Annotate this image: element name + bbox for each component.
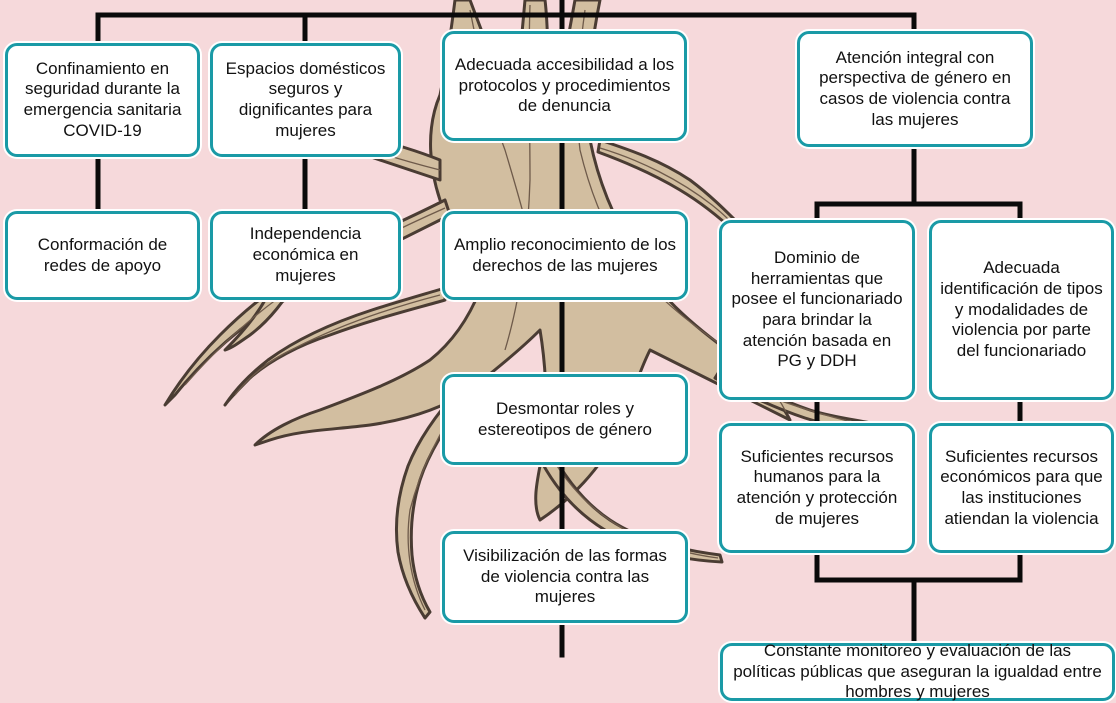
node-label: Adecuada accesibilidad a los protocolos … <box>454 54 675 116</box>
node-label: Dominio de herramientas que posee el fun… <box>731 247 903 371</box>
node-accesibilidad: Adecuada accesibilidad a los protocolos … <box>442 31 687 141</box>
node-label: Constante monitoreo y evaluación de las … <box>733 640 1102 702</box>
node-recursos-humanos: Suficientes recursos humanos para la ate… <box>719 423 915 553</box>
node-recursos-economicos: Suficientes recursos económicos para que… <box>929 423 1114 553</box>
node-atencion-integral: Atención integral con perspectiva de gén… <box>797 31 1033 147</box>
root-vein <box>599 147 737 229</box>
node-label: Visibilización de las formas de violenci… <box>463 545 667 607</box>
root-vein <box>234 294 441 396</box>
node-label: Desmontar roles y estereotipos de género <box>478 398 652 439</box>
node-label: Adecuada identificación de tipos y modal… <box>940 258 1103 361</box>
node-redes-apoyo: Conformación de redes de apoyo <box>5 211 200 300</box>
node-label: Amplio reconocimiento de los derechos de… <box>453 234 677 275</box>
node-label: Suficientes recursos humanos para la ate… <box>736 446 898 528</box>
node-label: Conformación de redes de apoyo <box>37 234 168 275</box>
node-label: Confinamiento en seguridad durante la em… <box>23 58 182 140</box>
node-label: Suficientes recursos económicos para que… <box>940 446 1103 528</box>
node-identificacion: Adecuada identificación de tipos y modal… <box>929 220 1114 400</box>
node-label: Independencia económica en mujeres <box>249 224 362 285</box>
node-desmontar-roles: Desmontar roles y estereotipos de género <box>442 374 688 465</box>
node-reconocimiento: Amplio reconocimiento de los derechos de… <box>442 211 688 300</box>
node-independencia: Independencia económica en mujeres <box>210 211 401 300</box>
node-monitoreo: Constante monitoreo y evaluación de las … <box>720 640 1115 702</box>
node-confinamiento: Confinamiento en seguridad durante la em… <box>5 43 200 157</box>
node-label: Espacios domésticos seguros y dignifican… <box>225 58 386 140</box>
node-label: Atención integral con perspectiva de gén… <box>819 47 1011 129</box>
node-dominio-herramientas: Dominio de herramientas que posee el fun… <box>719 220 915 400</box>
node-espacios: Espacios domésticos seguros y dignifican… <box>210 43 401 157</box>
node-visibilizacion: Visibilización de las formas de violenci… <box>442 531 688 623</box>
